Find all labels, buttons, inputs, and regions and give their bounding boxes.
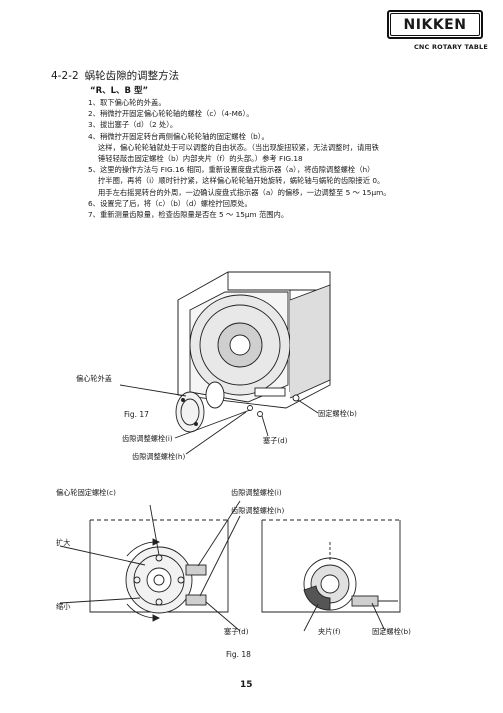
label-backlash-screw-h: 齿隙调整螺栓(h) xyxy=(132,452,186,461)
label-expand: 扩大 xyxy=(56,538,71,547)
step-6: 6、设置完了后，将（c）（b）（d）螺栓拧回原处。 xyxy=(88,198,252,208)
fig18-right-section-view xyxy=(261,519,401,632)
step-4: 4、稍微拧开固定转台两侧偏心轮轮轴的固定螺栓（b）。 xyxy=(88,131,269,141)
step-4-note-line2: 锤轻轻敲击固定螺栓（b）内部夹片（f）的头部。）参考 FIG.18 xyxy=(98,154,303,164)
label-fig18-plug-d: 塞子(d) xyxy=(224,627,249,636)
fig17-rotary-table-drawing xyxy=(119,271,331,455)
step-2: 2、稍微拧开固定偏心轮轮轴的螺栓（c）（4-M6）。 xyxy=(88,109,254,119)
label-shrink: 缩小 xyxy=(56,602,71,611)
step-5-line3: 用手左右摇晃转台的外周，一边确认度盘式指示器（a）的偏移，一边调整至 5 ～ 1… xyxy=(98,187,391,197)
page-number: 15 xyxy=(240,680,253,690)
label-backlash-screw-i: 齿隙调整螺栓(i) xyxy=(122,434,173,443)
label-fig18-screw-i: 齿隙调整螺栓(i) xyxy=(231,488,282,497)
step-list: 1、取下偏心轮的外盖。 2、稍微拧开固定偏心轮轮轴的螺栓（c）（4-M6）。 3… xyxy=(88,97,478,220)
label-eccentric-cover: 偏心轮外盖 xyxy=(76,374,112,383)
label-fig18-screw-h: 齿隙调整螺栓(h) xyxy=(231,506,285,515)
step-7: 7、重新测量齿隙量，检查齿隙量是否在 5 ～ 15μm 范围内。 xyxy=(88,210,289,220)
section-heading: 4-2-2 蜗轮齿隙的调整方法 xyxy=(51,68,179,83)
step-1: 1、取下偏心轮的外盖。 xyxy=(88,98,166,107)
section-number: 4-2-2 xyxy=(51,70,79,82)
label-fixing-bolt-b: 固定螺栓(b) xyxy=(318,409,357,418)
fig17-caption: Fig. 17 xyxy=(124,410,149,419)
step-3: 3、拔出塞子（d）（2 处）。 xyxy=(88,120,178,130)
step-5-line2: 拧半圈，再将（i）顺时针拧紧，这样偏心轮轮轴开始旋转，蜗轮轴与蜗轮的齿隙接近 0… xyxy=(98,176,385,186)
fig18-caption: Fig. 18 xyxy=(226,650,251,659)
header-subtitle: CNC ROTARY TABLE xyxy=(413,43,488,51)
step-5: 5、这里的操作方法与 FIG.16 相同，重新设置度盘式指示器（a），将齿隙调整… xyxy=(88,165,375,175)
section-title: 蜗轮齿隙的调整方法 xyxy=(84,70,180,82)
label-fig18-bolt-b: 固定螺栓(b) xyxy=(372,627,411,636)
logo-text: NIKKEN xyxy=(390,13,480,36)
step-4-note-line1: 这样，偏心轮轮轴就处于可以调整的自由状态。（当出现旋扭较紧，无法调整时，请用铁 xyxy=(98,142,379,152)
type-label: “R、L、B 型” xyxy=(90,86,149,96)
label-plug-d: 塞子(d) xyxy=(263,436,288,445)
nikken-logo: NIKKEN xyxy=(387,10,483,39)
label-clamp-f: 夹片(f) xyxy=(318,627,341,636)
fig18-left-front-view xyxy=(59,500,241,632)
label-eccentric-bolt-c: 偏心轮固定螺栓(c) xyxy=(56,488,116,497)
